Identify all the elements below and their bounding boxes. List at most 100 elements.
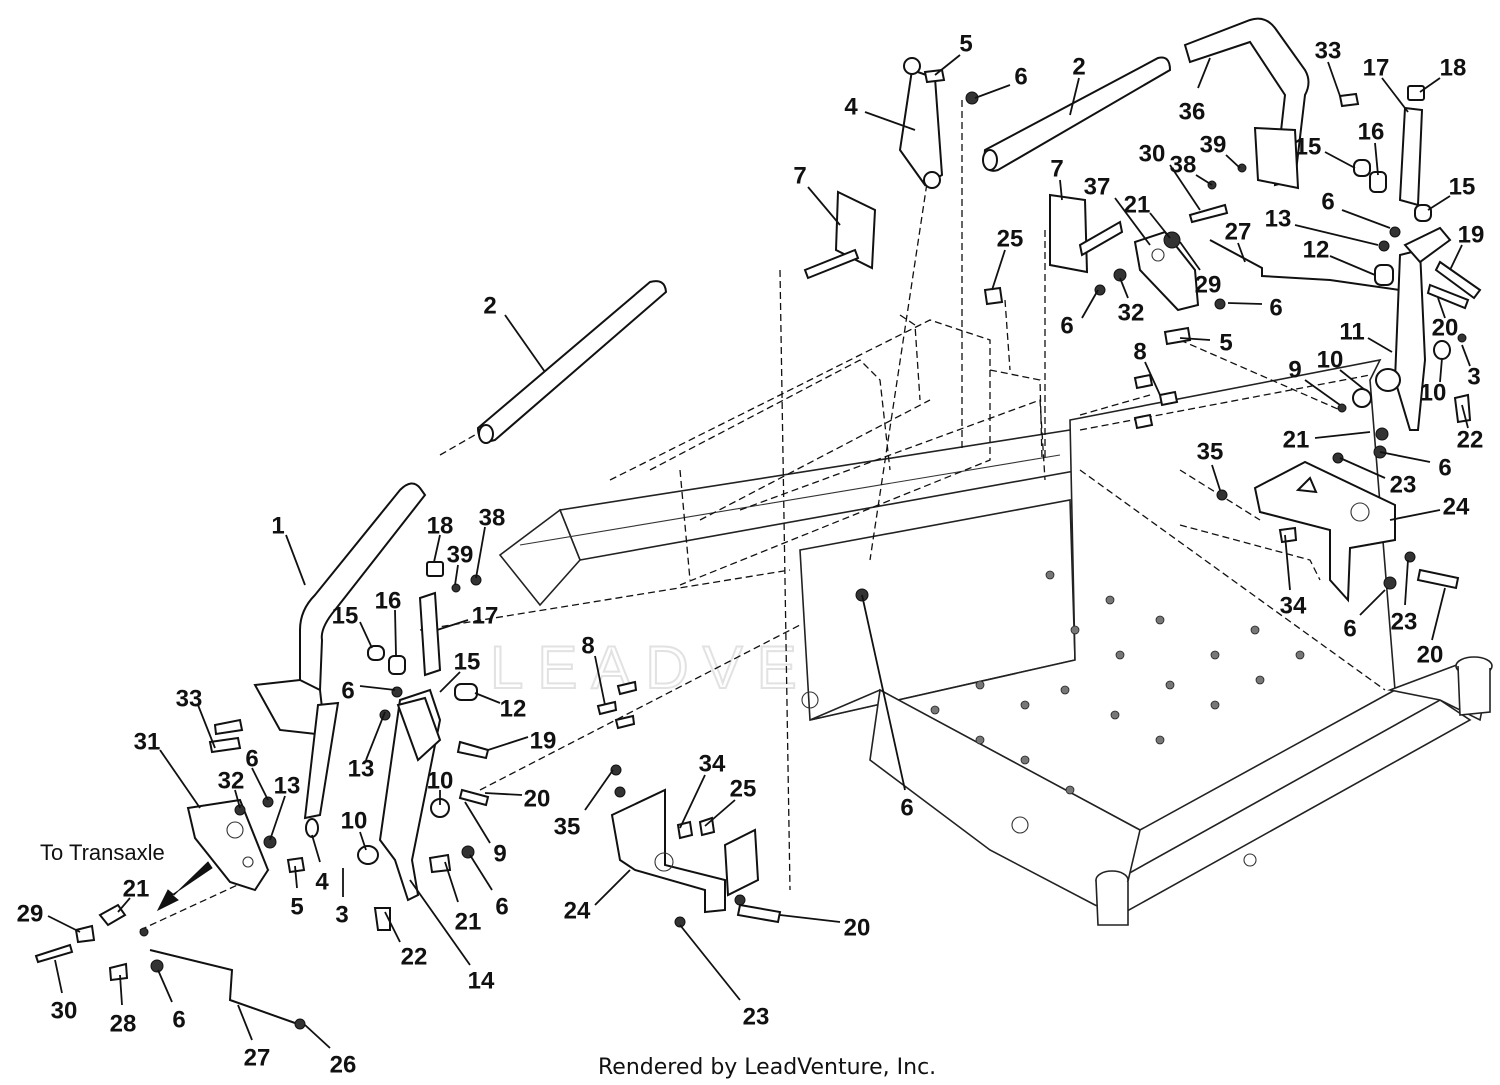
callout-c-12b: 12 xyxy=(1303,236,1330,263)
callout-c-10b: 10 xyxy=(341,807,368,834)
leader-line-c-5a xyxy=(294,865,298,889)
callout-c-34a: 34 xyxy=(699,750,726,777)
callout-c-22a: 22 xyxy=(401,943,428,970)
leader-line-c-8b xyxy=(1144,361,1161,396)
leader-line-c-21b xyxy=(117,897,131,913)
callout-c-6e: 6 xyxy=(900,794,913,821)
leader-line-c-14 xyxy=(409,879,471,966)
callout-c-29b: 29 xyxy=(1195,271,1222,298)
right-control-assembly xyxy=(1094,17,1482,603)
leader-line-c-20a xyxy=(484,792,523,796)
transaxle-note: To Transaxle xyxy=(40,840,165,865)
callout-c-14: 14 xyxy=(468,967,495,994)
callout-c-1: 1 xyxy=(271,512,284,539)
leader-line-c-24a xyxy=(594,869,631,906)
callout-c-21d: 21 xyxy=(1283,426,1310,453)
leader-line-c-39b xyxy=(1225,154,1241,169)
callout-c-17b: 17 xyxy=(1363,54,1390,81)
leader-line-c-7a xyxy=(807,186,841,226)
leader-line-c-37 xyxy=(1114,197,1151,246)
leader-line-c-15d xyxy=(1427,195,1451,211)
leader-line-c-38a xyxy=(475,526,486,579)
callout-c-26: 26 xyxy=(330,1051,357,1078)
leader-line-c-6i xyxy=(1341,209,1391,229)
leader-line-c-27b xyxy=(1237,242,1246,263)
callout-c-18b: 18 xyxy=(1440,54,1467,81)
leader-line-c-18b xyxy=(1419,77,1441,93)
callout-c-3a: 3 xyxy=(335,901,348,928)
callout-c-15b: 15 xyxy=(454,648,481,675)
callout-c-16b: 16 xyxy=(1358,118,1385,145)
callout-c-2a: 2 xyxy=(483,292,496,319)
callout-c-39a: 39 xyxy=(447,541,474,568)
callout-c-23b: 23 xyxy=(1390,471,1417,498)
callout-c-37: 37 xyxy=(1084,173,1111,200)
callout-c-21a: 21 xyxy=(455,908,482,935)
leader-line-c-17b xyxy=(1381,77,1409,113)
leader-line-c-22b xyxy=(1461,404,1469,429)
callout-c-32a: 32 xyxy=(218,767,245,794)
leader-line-c-13c xyxy=(1294,224,1379,246)
leader-line-c-13b xyxy=(365,711,386,761)
leader-line-c-33b xyxy=(1327,61,1341,97)
callout-c-12a: 12 xyxy=(500,695,527,722)
left-control-assembly xyxy=(34,280,668,1030)
callout-c-30b: 30 xyxy=(1139,140,1166,167)
leader-line-c-23a xyxy=(679,924,741,1001)
callout-c-4b: 4 xyxy=(844,93,858,120)
leader-line-c-6c xyxy=(469,854,493,891)
callout-c-7a: 7 xyxy=(793,162,806,189)
callout-c-16a: 16 xyxy=(375,587,402,614)
leader-line-c-16a xyxy=(394,609,397,656)
callout-c-20a: 20 xyxy=(524,785,551,812)
callout-c-34b: 34 xyxy=(1280,592,1307,619)
callout-c-20d: 20 xyxy=(1417,641,1444,668)
leader-line-c-33a xyxy=(197,704,216,749)
leader-line-c-6g xyxy=(1081,289,1099,319)
leader-line-c-6b xyxy=(251,767,269,801)
callout-c-20c: 20 xyxy=(1432,314,1459,341)
callout-c-18a: 18 xyxy=(427,512,454,539)
callout-c-23a: 23 xyxy=(743,1003,770,1030)
deck-bolts xyxy=(930,570,1305,795)
callout-c-5b: 5 xyxy=(959,30,972,57)
callout-c-19a: 19 xyxy=(530,727,557,754)
leader-line-c-5c xyxy=(1179,337,1211,341)
callout-c-4a: 4 xyxy=(315,868,329,895)
callout-c-10c: 10 xyxy=(1317,346,1344,373)
callout-c-29a: 29 xyxy=(17,900,44,927)
leader-line-c-15a xyxy=(359,621,373,649)
leader-line-c-21a xyxy=(444,861,459,903)
leader-line-c-10d xyxy=(1439,357,1443,383)
callout-c-20b: 20 xyxy=(844,914,871,941)
leader-line-c-38b xyxy=(1195,174,1213,186)
leader-line-c-32b xyxy=(1119,277,1129,299)
leader-line-c-5b xyxy=(934,54,961,76)
callout-c-6d: 6 xyxy=(172,1006,185,1033)
callout-c-13a: 13 xyxy=(274,772,301,799)
callout-c-28: 28 xyxy=(110,1010,137,1037)
leader-line-c-30b xyxy=(1169,164,1201,211)
leader-line-c-6e xyxy=(861,594,906,791)
callout-c-25b: 25 xyxy=(997,225,1024,252)
leader-line-c-34a xyxy=(679,774,706,829)
leader-line-c-12b xyxy=(1329,255,1376,276)
callout-c-24a: 24 xyxy=(564,897,591,924)
callout-c-10d: 10 xyxy=(1420,379,1447,406)
leader-line-c-17a xyxy=(436,619,469,631)
callout-c-5a: 5 xyxy=(290,893,303,920)
callout-c-9a: 9 xyxy=(493,840,506,867)
callout-c-8b: 8 xyxy=(1133,338,1146,365)
callout-c-21b: 21 xyxy=(123,875,150,902)
leader-line-c-25a xyxy=(704,799,736,827)
callout-c-6k: 6 xyxy=(1343,615,1356,642)
callout-c-9b: 9 xyxy=(1288,356,1301,383)
leader-line-c-4b xyxy=(864,111,916,131)
leader-line-c-34b xyxy=(1284,534,1291,591)
callout-c-32b: 32 xyxy=(1118,299,1145,326)
callout-c-21c: 21 xyxy=(1124,191,1151,218)
footer-credit: Rendered by LeadVenture, Inc. xyxy=(598,1055,936,1080)
callout-c-13c: 13 xyxy=(1265,205,1292,232)
